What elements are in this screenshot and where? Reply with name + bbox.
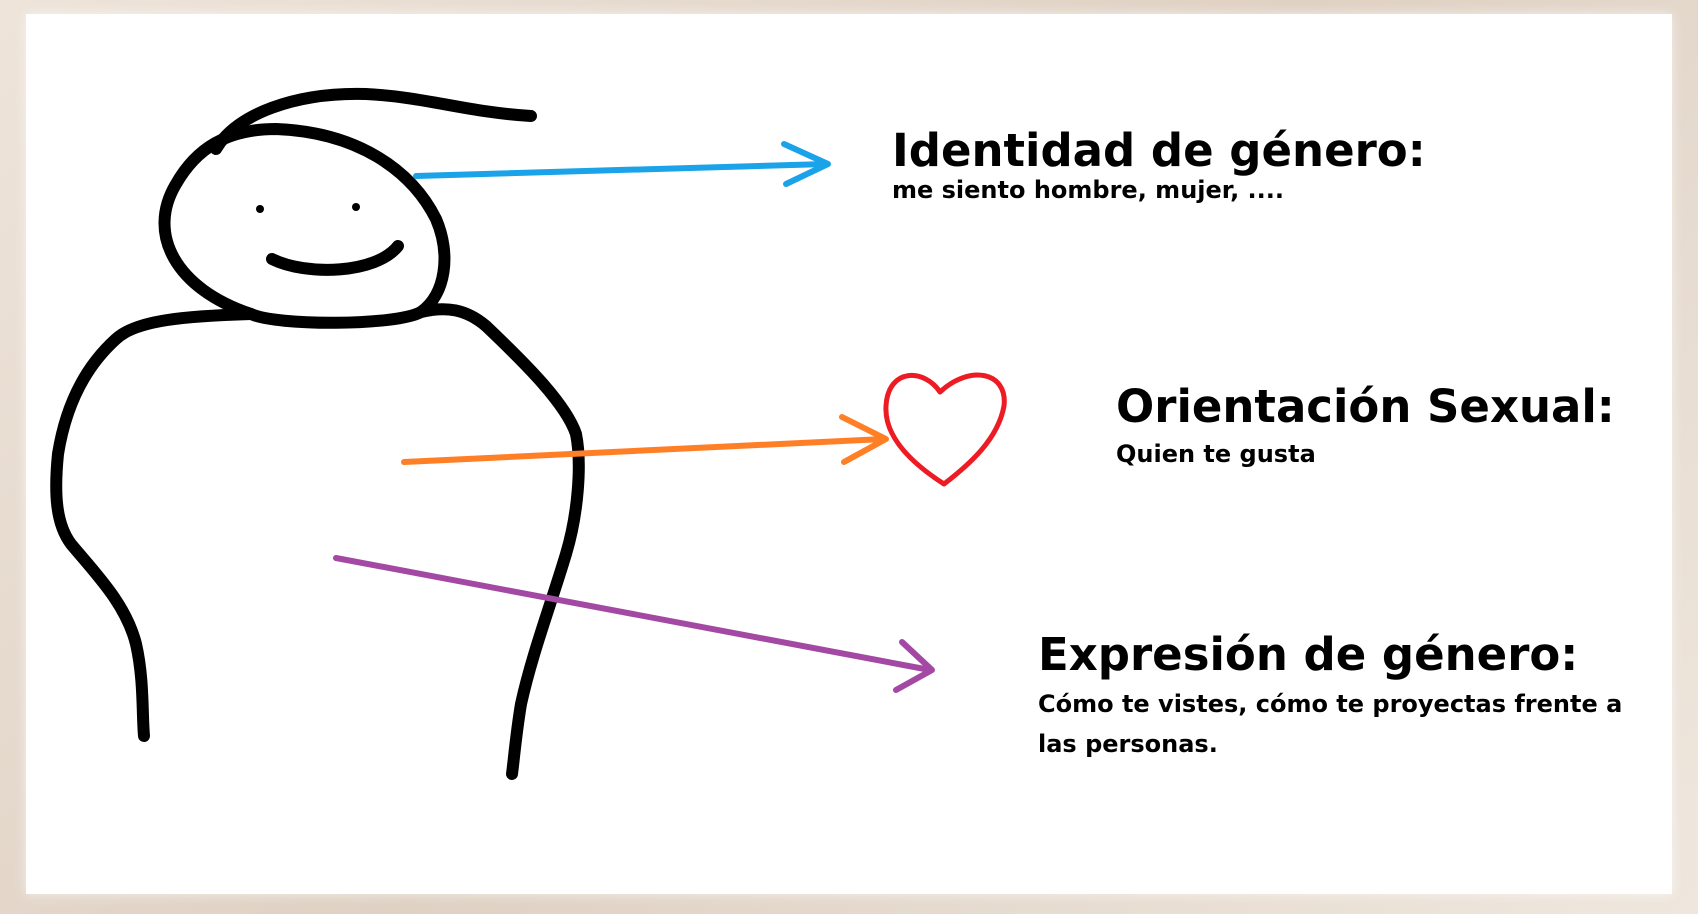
- person-body: [50, 308, 257, 742]
- arrow-identity: [413, 141, 831, 187]
- expression-title: Expresión de género:: [1038, 628, 1579, 681]
- expression-description: Cómo te vistes, cómo te proyectas frente…: [1038, 690, 1623, 758]
- orientation-title: Orientación Sexual:: [1116, 380, 1615, 433]
- orientation-description: Quien te gusta: [1116, 440, 1316, 468]
- diagram-canvas: Identidad de género: me siento hombre, m…: [26, 14, 1672, 894]
- heart-icon: [883, 372, 1007, 487]
- person-left-eye: [256, 205, 264, 213]
- arrow-expression: [333, 555, 935, 693]
- person-hair: [210, 87, 537, 155]
- arrow-orientation: [401, 414, 889, 465]
- expression-label-block: Expresión de género: Cómo te vistes, cóm…: [1038, 630, 1668, 764]
- orientation-label-block: Orientación Sexual: Quien te gusta: [1116, 382, 1615, 474]
- person-right-eye: [352, 203, 360, 211]
- diagram-drawing: [50, 87, 1007, 780]
- identity-description: me siento hombre, mujer, ....: [892, 176, 1285, 204]
- identity-title: Identidad de género:: [892, 124, 1426, 177]
- identity-label-block: Identidad de género: me siento hombre, m…: [892, 126, 1426, 210]
- person-smile: [266, 240, 404, 276]
- person-figure: [50, 87, 585, 780]
- person-head: [158, 123, 451, 329]
- person-body-right: [415, 303, 585, 780]
